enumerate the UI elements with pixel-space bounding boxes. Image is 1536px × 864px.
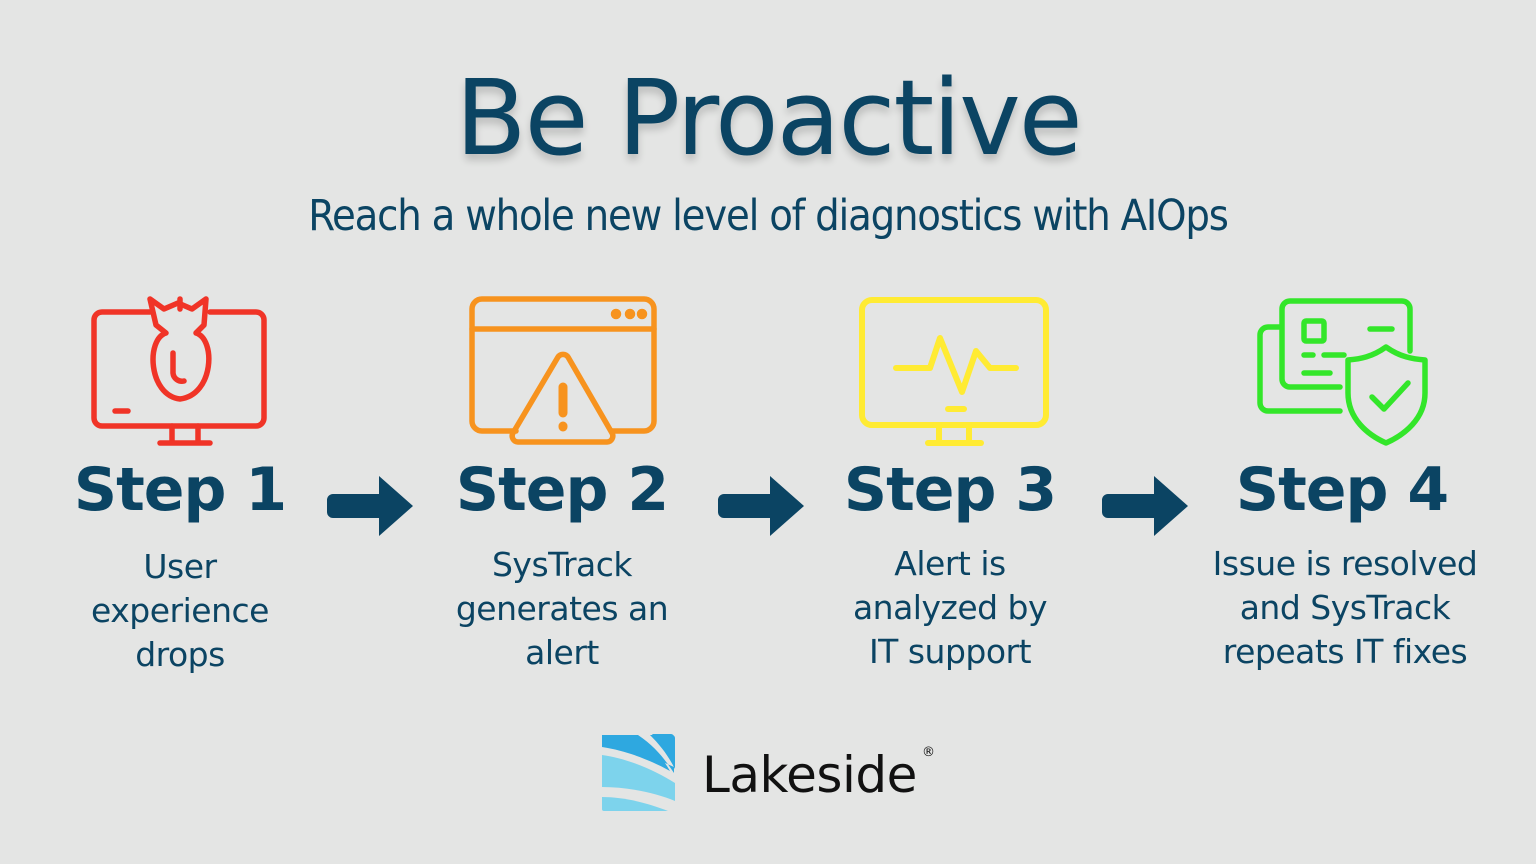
logo-wordmark: Lakeside	[702, 746, 917, 804]
desc-line: Alert is	[894, 544, 1006, 583]
step-1-title: Step 1	[73, 455, 287, 525]
desc-line: generates an	[455, 589, 669, 628]
step-2-title: Step 2	[455, 455, 669, 525]
registered-mark: ®	[922, 745, 935, 760]
desc-line: analyzed by	[852, 588, 1048, 627]
desc-line: alert	[525, 633, 599, 672]
desc-line: repeats IT fixes	[1222, 632, 1468, 671]
desc-line: experience	[91, 591, 269, 630]
lakeside-logo-icon	[602, 734, 675, 811]
step-4-title: Step 4	[1235, 455, 1449, 525]
step-1-description: User experience drops	[40, 545, 320, 677]
step-3-description: Alert is analyzed by IT support	[800, 542, 1100, 674]
monitor-bomb-icon	[91, 296, 267, 446]
desc-line: User	[143, 547, 217, 586]
arrow-right-icon	[718, 476, 804, 536]
desc-line: drops	[135, 635, 225, 674]
monitor-pulse-icon	[859, 297, 1049, 446]
step-4-description: Issue is resolved and SysTrack repeats I…	[1180, 542, 1510, 674]
desc-line: and SysTrack	[1239, 588, 1451, 627]
page-title: Be Proactive	[455, 57, 1083, 179]
browser-warning-icon	[469, 296, 657, 445]
step-3-title: Step 3	[843, 455, 1057, 525]
card-shield-check-icon	[1257, 298, 1428, 446]
arrow-right-icon	[327, 476, 413, 536]
desc-line: Issue is resolved	[1212, 544, 1478, 583]
step-2-description: SysTrack generates an alert	[412, 543, 712, 675]
desc-line: IT support	[868, 632, 1032, 671]
desc-line: SysTrack	[491, 545, 633, 584]
page-subtitle: Reach a whole new level of diagnostics w…	[308, 191, 1229, 241]
arrow-right-icon	[1102, 476, 1188, 536]
